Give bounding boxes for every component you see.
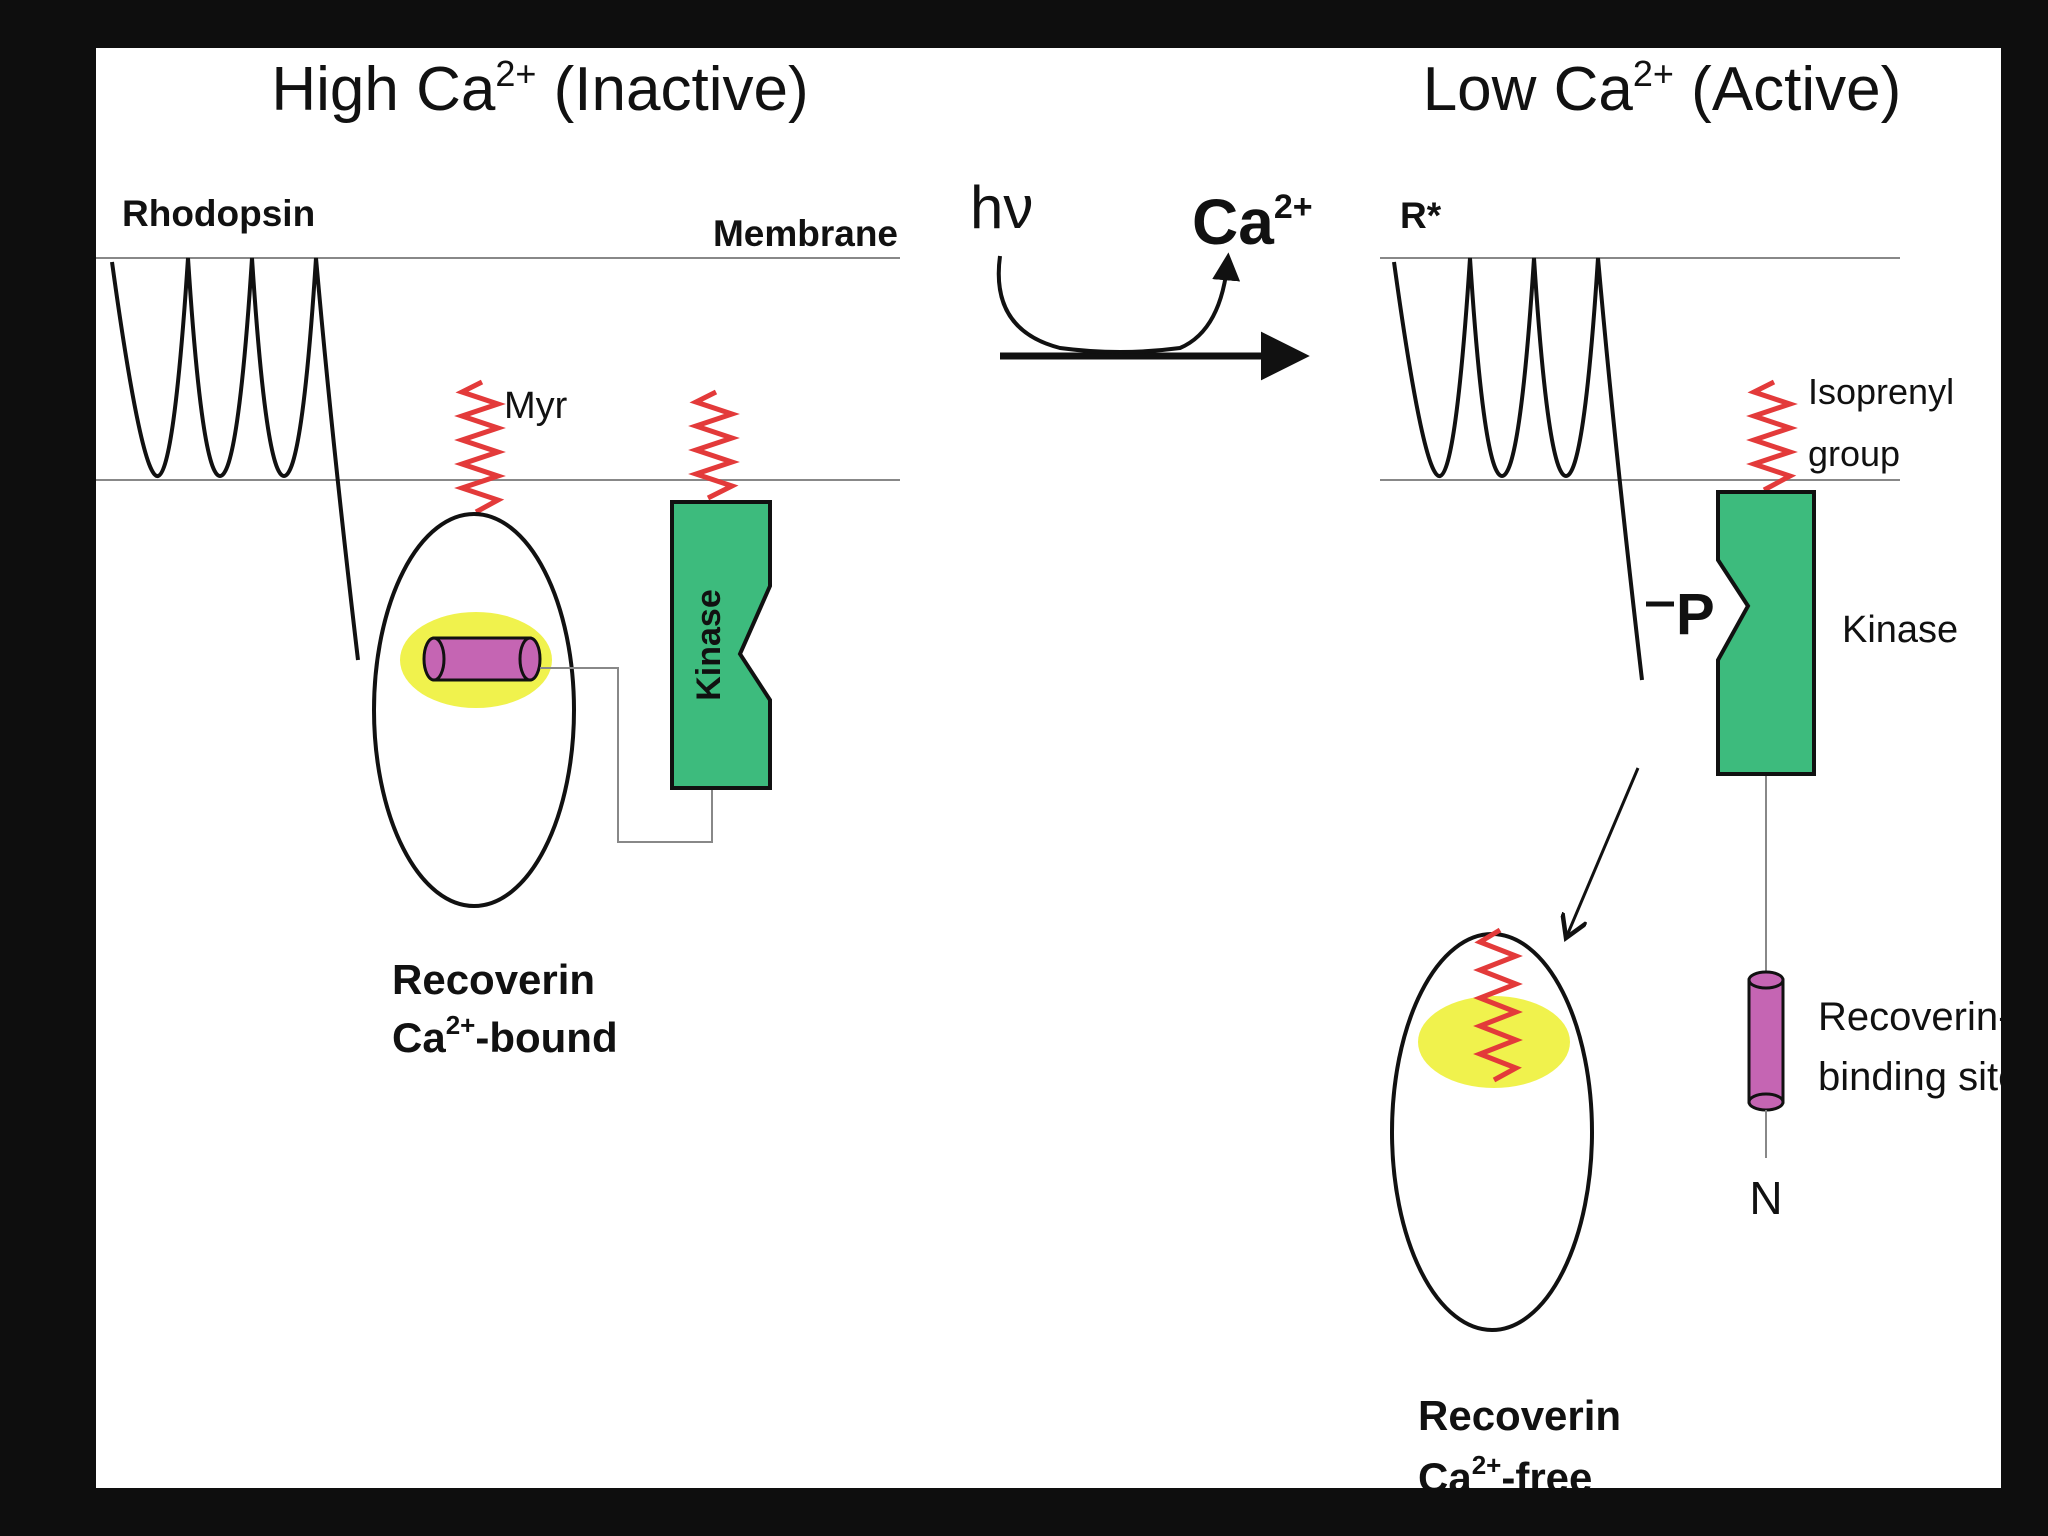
ca-release-curve	[996, 252, 1241, 354]
kinase-label-left: Kinase	[690, 589, 728, 701]
kinase-right	[1716, 490, 1816, 776]
active-rhodopsin-helices	[1392, 257, 1644, 681]
binding-site-label: Recoverin-	[1818, 995, 2011, 1039]
binding-site-cylinder-right	[1747, 970, 1785, 1112]
kinase-label-right: Kinase	[1842, 609, 1958, 651]
light-label: hν	[970, 174, 1033, 241]
inactive-title: High Ca2+ (Inactive)	[271, 53, 808, 124]
isoprenyl-anchor	[1746, 379, 1798, 493]
release-arrow	[1566, 767, 1640, 938]
myr-label: Myr	[504, 385, 568, 427]
recoverin-bound-ca-label: Ca2+-bound	[392, 1010, 618, 1061]
active-receptor-label: R*	[1400, 195, 1442, 236]
membrane-label: Membrane	[713, 213, 898, 254]
rhodopsin-label: Rhodopsin	[122, 193, 315, 234]
recoverin-bound-label: Recoverin	[392, 956, 595, 1003]
myristoyl-anchor	[454, 379, 506, 515]
isoprenyl-label: Isoprenyl	[1808, 371, 1954, 412]
ca-release-label: Ca2+	[1192, 186, 1313, 258]
recoverin-ca-bound	[372, 512, 576, 908]
exposed-myristoyl	[1473, 927, 1523, 1083]
kinase-left	[670, 500, 772, 790]
connector-line-left	[540, 667, 713, 843]
rhodopsin-helices	[110, 257, 360, 661]
diagram-panel	[96, 48, 2001, 1488]
phosphate-label: P	[1676, 582, 1715, 647]
recoverin-free-label: Recoverin	[1418, 1392, 1621, 1439]
n-terminus-label: N	[1749, 1172, 1782, 1224]
binding-site-label-2: binding site	[1818, 1055, 2020, 1099]
kinase-isoprenyl-anchor-left	[688, 389, 740, 501]
isoprenyl-group-label: group	[1808, 433, 1900, 474]
recoverin-free-ca-label: Ca2+-free	[1418, 1450, 1592, 1501]
active-title: Low Ca2+ (Active)	[1423, 53, 1902, 124]
binding-site-cylinder-left	[422, 636, 542, 682]
ca-binding-pocket-right	[1418, 996, 1570, 1088]
